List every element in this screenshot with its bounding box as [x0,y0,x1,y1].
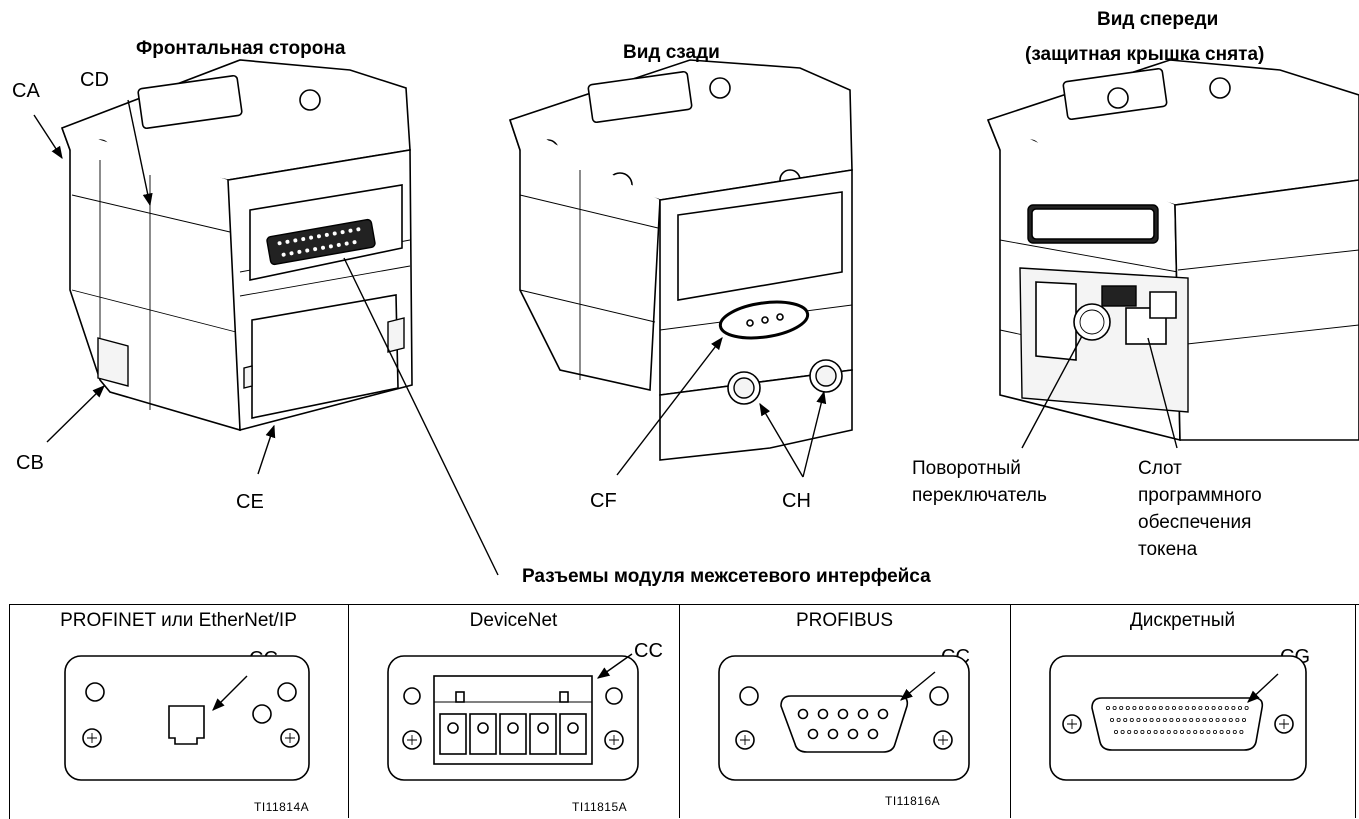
connector-pin [1158,706,1163,711]
connector-pin [1191,706,1196,711]
connector-pin [1241,718,1246,723]
connector-pin [1153,730,1158,735]
connector-pin [1182,718,1187,723]
module-rear-view [508,59,853,461]
front-view-title: Фронтальная сторона [136,38,346,59]
module-front-view [60,59,413,432]
connector-pin [1142,718,1147,723]
connector-pin [1237,706,1242,711]
figure-id: TI11815A [572,800,628,814]
connector-pin [1206,730,1211,735]
connector-pin [1149,718,1154,723]
connector-pin [1129,718,1134,723]
token-slot-label: Слот программного обеспечения токена [1138,458,1262,560]
connector-pin [1119,706,1124,711]
connector-pin [1156,718,1161,723]
connector-pin [1169,718,1174,723]
connector-pin [1125,706,1130,711]
callout-ca: CA [12,80,40,102]
connector-pin [1232,730,1237,735]
connector-pin [1166,730,1171,735]
connector-pin [1228,718,1233,723]
connector-pin [1162,718,1167,723]
connector-pin [1171,706,1176,711]
connector-pin [1116,718,1121,723]
connector-pin [1160,730,1165,735]
panel-profinet: PROFINET или EtherNet/IP CC TI11814A [9,604,349,818]
connector-panels [9,604,1359,819]
connector-pin [1127,730,1132,735]
connector-pin [1222,718,1227,723]
connector-pin [1195,718,1200,723]
dsub9-port-illustration [718,655,970,781]
panel-title: Дискретный [1129,610,1236,631]
connector-pin [1219,730,1224,735]
panel-devicenet: DeviceNet CC TI11815A [348,604,680,818]
connector-pin [1202,718,1207,723]
callout-cc: CC [634,640,663,662]
dsub-discrete-port-illustration [1049,655,1307,781]
connector-pin [1235,718,1240,723]
connector-pin [1226,730,1231,735]
connector-pin [1208,718,1213,723]
connector-pin [1123,718,1128,723]
connector-pin [1231,706,1236,711]
connector-pin [1145,706,1150,711]
connector-pin [1110,718,1115,723]
connector-pin [1114,730,1119,735]
callout-cd: CD [80,69,109,91]
callout-ch: CH [782,490,811,512]
connector-pin [1224,706,1229,711]
connector-pin [1138,706,1143,711]
connector-pin [1112,706,1117,711]
connector-pin [1136,718,1141,723]
callout-cf: CF [590,490,617,512]
connector-pin [1178,706,1183,711]
devicenet-terminal-illustration [387,653,639,781]
panel-discrete: Дискретный CG [1010,604,1356,818]
connector-pin [1186,730,1191,735]
connector-pin [1132,706,1137,711]
connector-pin [1218,706,1223,711]
connector-pin [1133,730,1138,735]
connector-pin [1179,730,1184,735]
connector-pin [1120,730,1125,735]
connector-pin [1175,718,1180,723]
front-open-title-line1: Вид спереди [1097,9,1219,30]
connector-pin [1204,706,1209,711]
panel-title: PROFINET или EtherNet/IP [60,610,297,631]
connector-pin [1146,730,1151,735]
connector-pin [1212,730,1217,735]
panel-title: DeviceNet [469,610,558,631]
connector-pin [1199,730,1204,735]
rear-view-title: Вид сзади [623,42,720,63]
connector-pin [1106,706,1111,711]
connector-pin [1215,718,1220,723]
panel-profibus: PROFIBUS CC TI11816A [679,604,1011,818]
ethernet-port-illustration [64,655,310,781]
module-front-open-view [986,59,1359,442]
connector-pin [1198,706,1203,711]
panel-title: PROFIBUS [795,610,894,631]
front-open-title-line2: (защитная крышка снята) [1025,44,1265,65]
connector-pin [1211,706,1216,711]
connector-pin [1152,706,1157,711]
callout-cb: CB [16,452,44,474]
connectors-heading: Разъемы модуля межсетевого интерфейса [522,566,931,587]
connector-pin [1193,730,1198,735]
connector-pin [1165,706,1170,711]
rotary-switch-label: Поворотный переключатель [912,458,1047,506]
connector-pin [1239,730,1244,735]
figure-id: TI11816A [885,794,941,808]
callout-ce: CE [236,491,264,513]
connector-pin [1140,730,1145,735]
connector-pin [1244,706,1249,711]
connector-pin [1173,730,1178,735]
figure-id: TI11814A [254,800,310,814]
connector-pin [1185,706,1190,711]
connector-pin [1189,718,1194,723]
